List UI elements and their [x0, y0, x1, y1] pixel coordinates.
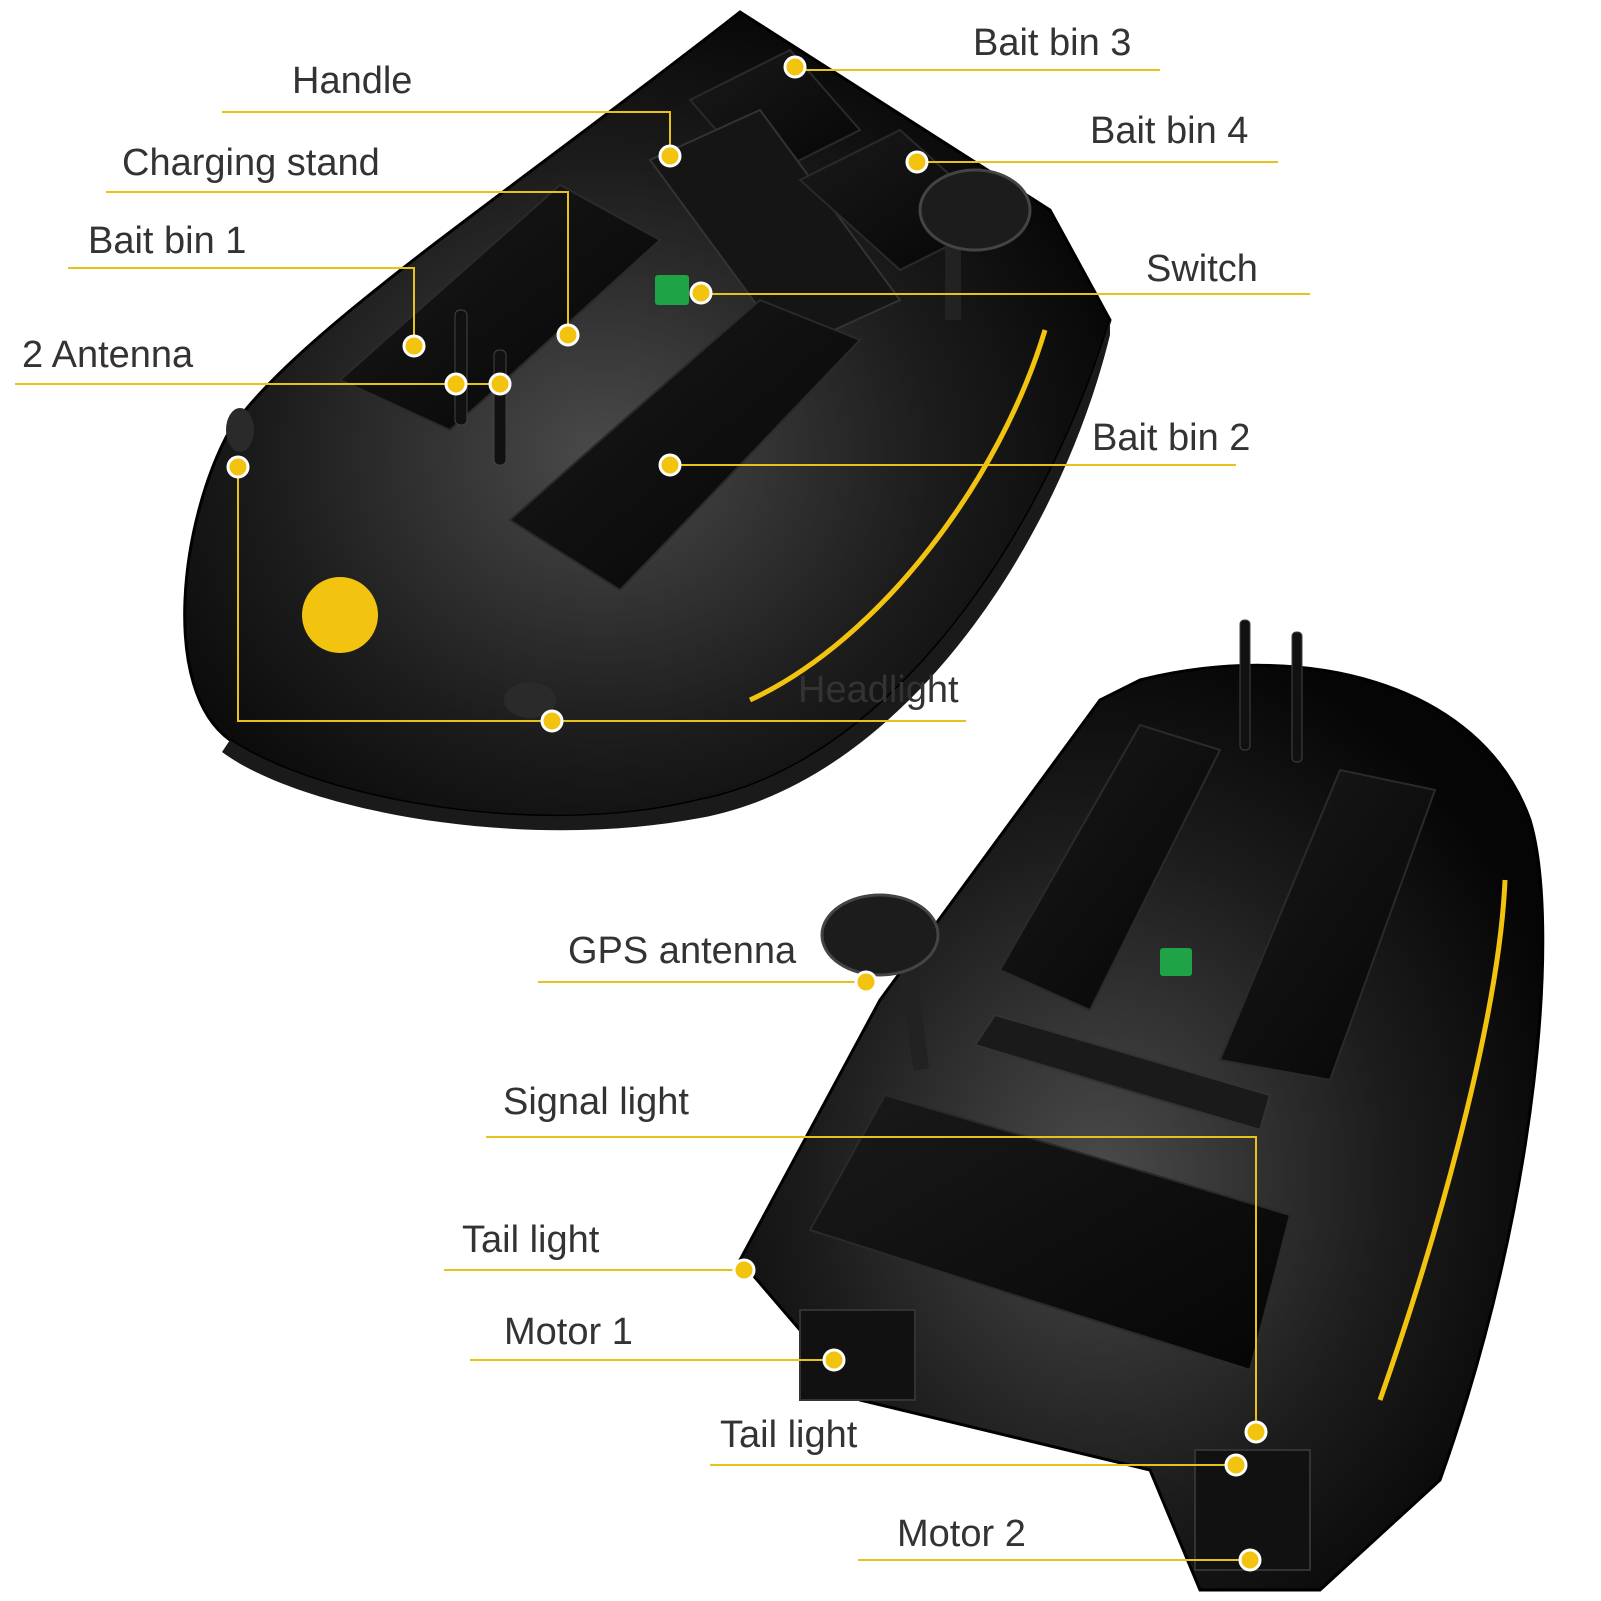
leader-handle	[222, 111, 671, 156]
bottom-antenna-2	[1291, 631, 1303, 763]
top-headlight-right	[504, 682, 556, 718]
bottom-rear-bin	[808, 1093, 1292, 1372]
label-motor-1: Motor 1	[504, 1311, 633, 1353]
top-bait-bin-2	[508, 298, 862, 592]
label-charging-stand: Charging stand	[122, 142, 380, 184]
dot-antenna-1	[444, 372, 468, 396]
dot-bait-bin-1	[402, 334, 426, 358]
dot-charging-stand	[556, 323, 580, 347]
dot-gps-antenna	[854, 970, 878, 994]
bottom-boat	[738, 619, 1545, 1592]
bottom-switch-body	[1160, 948, 1192, 976]
top-boat-logo	[302, 577, 378, 653]
dot-tail-light-2	[1224, 1453, 1248, 1477]
top-gps-puck	[918, 168, 1032, 252]
label-gps-antenna: GPS antenna	[568, 930, 797, 972]
top-antenna-2	[493, 349, 507, 466]
bottom-gps-mast	[896, 949, 930, 1071]
label-switch: Switch	[1146, 248, 1258, 290]
bottom-gps-puck	[820, 893, 940, 977]
bottom-boat-stripe	[1377, 879, 1508, 1401]
bottom-bait-bin-right	[1218, 768, 1437, 1082]
top-antenna-1	[454, 309, 468, 426]
leader-bait-bin-3	[794, 67, 1160, 71]
dot-bait-bin-4	[905, 150, 929, 174]
label-bait-bin-2: Bait bin 2	[1092, 417, 1251, 459]
dot-handle	[658, 144, 682, 168]
dot-motor-1	[822, 1348, 846, 1372]
dot-signal-light	[1244, 1420, 1268, 1444]
dot-bait-bin-2	[658, 453, 682, 477]
callout-dots	[226, 55, 1268, 1572]
top-headlight-left	[226, 408, 254, 452]
bottom-antenna-1	[1239, 619, 1251, 751]
top-handle-bar	[648, 108, 902, 352]
dot-tail-light-1	[732, 1258, 756, 1282]
label-headlight: Headlight	[798, 669, 959, 711]
dot-bait-bin-3	[783, 55, 807, 79]
label-tail-light-2: Tail light	[720, 1414, 858, 1456]
top-bait-bin-1	[338, 183, 662, 432]
label-bait-bin-4: Bait bin 4	[1090, 110, 1249, 152]
leader-charging-stand	[106, 191, 569, 335]
label-signal-light: Signal light	[503, 1081, 689, 1123]
label-bait-bin-1: Bait bin 1	[88, 220, 247, 262]
bottom-motor-1	[799, 1309, 916, 1401]
bottom-handle-bar	[973, 1013, 1272, 1132]
dot-switch	[689, 281, 713, 305]
top-boat-stripe	[748, 329, 1048, 703]
top-switch-body	[655, 275, 689, 305]
label-motor-2: Motor 2	[897, 1513, 1026, 1555]
dot-headlight-right	[540, 709, 564, 733]
bottom-bait-bin-left	[998, 723, 1222, 1012]
dot-motor-2	[1238, 1548, 1262, 1572]
top-boat	[183, 10, 1112, 831]
top-boat-rim	[222, 320, 1110, 831]
dot-headlight-left	[226, 455, 250, 479]
label-antenna: 2 Antenna	[22, 334, 194, 376]
label-handle: Handle	[292, 60, 413, 102]
top-gps-mast	[945, 230, 961, 320]
label-tail-light-1: Tail light	[462, 1219, 600, 1261]
label-bait-bin-3: Bait bin 3	[973, 22, 1132, 64]
leader-headlight	[237, 467, 966, 722]
leader-signal-light	[486, 1136, 1257, 1432]
leader-bait-bin-1	[68, 267, 415, 346]
dot-antenna-2	[488, 372, 512, 396]
